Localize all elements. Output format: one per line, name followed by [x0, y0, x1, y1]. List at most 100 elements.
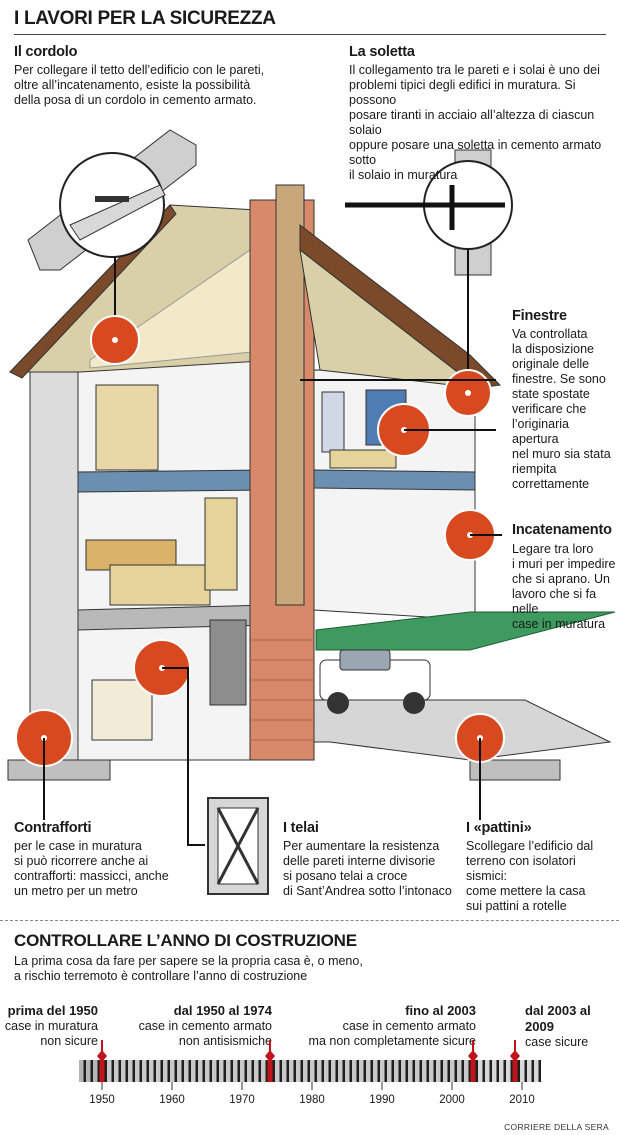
timeline-stripe [86, 1060, 91, 1082]
timeline-stripe [520, 1060, 525, 1082]
timeline-stripe [380, 1060, 385, 1082]
timeline-stripe [163, 1060, 168, 1082]
axis-label-1960: 1960 [159, 1094, 185, 1106]
timeline-stripe [303, 1060, 308, 1082]
timeline-stripe-dark [342, 1060, 345, 1082]
kitchen-island [109, 564, 211, 606]
era-2: dal 1950 al 1974 case in cemento armato … [138, 1003, 272, 1048]
timeline-stripe-dark [384, 1060, 387, 1082]
timeline-stripe-dark [328, 1060, 331, 1082]
era-1: prima del 1950 case in muratura non sicu… [4, 1003, 98, 1048]
telai-heading: I telai [283, 820, 319, 836]
car [319, 649, 431, 714]
axis-label-1980: 1980 [299, 1094, 325, 1106]
timeline-stripe [387, 1060, 392, 1082]
timeline-stripe [254, 1060, 259, 1082]
timeline-stripe [317, 1060, 322, 1082]
timeline-stripe-dark [104, 1060, 107, 1082]
telaio-icon [207, 797, 269, 895]
timeline-stripe [191, 1060, 196, 1082]
timeline-stripe-dark [370, 1060, 373, 1082]
pattini-text: Scollegare l’edificio dal terreno con is… [466, 839, 594, 913]
timeline-stripe [205, 1060, 210, 1082]
timeline-stripe-dark [447, 1060, 450, 1082]
kitchen-door [204, 497, 238, 591]
incatenamento-heading: Incatenamento [512, 522, 612, 538]
axis-label-2010: 2010 [509, 1094, 535, 1106]
timeline-stripe [366, 1060, 371, 1082]
page-title: I LAVORI PER LA SICUREZZA [14, 8, 276, 29]
title-rule [14, 34, 606, 35]
timeline-stripe-dark [139, 1060, 142, 1082]
timeline-stripe [296, 1060, 301, 1082]
timeline-stripe [408, 1060, 413, 1082]
soletta-text: Il collegamento tra le pareti e i solai … [349, 63, 602, 182]
timeline-stripe-dark [188, 1060, 191, 1082]
timeline-stripe-dark [258, 1060, 261, 1082]
timeline-stripe-dark [83, 1060, 86, 1082]
timeline-stripe-dark [440, 1060, 443, 1082]
contrafforti-text: per le case in muratura si può ricorrere… [14, 839, 169, 898]
timeline-stripe-dark [314, 1060, 317, 1082]
timeline-stripe [275, 1060, 280, 1082]
timeline-stripe [352, 1060, 357, 1082]
timeline-stripe-dark [538, 1060, 541, 1082]
timeline-stripe [261, 1060, 266, 1082]
timeline-stripe-dark [468, 1060, 471, 1082]
timeline-stripe-dark [265, 1060, 268, 1082]
timeline-stripe [443, 1060, 448, 1082]
roof-right [299, 248, 480, 389]
timeline-stripe-dark [517, 1060, 520, 1082]
timeline-stripe [401, 1060, 406, 1082]
timeline-stripe [373, 1060, 378, 1082]
timeline-stripe [177, 1060, 182, 1082]
timeline-stripe [345, 1060, 350, 1082]
timeline-stripe-dark [475, 1060, 478, 1082]
timeline-stripe-dark [454, 1060, 457, 1082]
timeline-stripe-dark [300, 1060, 303, 1082]
timeline-stripe [534, 1060, 539, 1082]
timeline-stripe [198, 1060, 203, 1082]
timeline-stripe-dark [160, 1060, 163, 1082]
timeline-stripe-dark [286, 1060, 289, 1082]
timeline-stripe [93, 1060, 98, 1082]
timeline-stripe-dark [307, 1060, 310, 1082]
timeline-stripe-dark [223, 1060, 226, 1082]
timeline-stripe [464, 1060, 469, 1082]
timeline-stripe [338, 1060, 343, 1082]
timeline-stripe [212, 1060, 217, 1082]
timeline-stripe [331, 1060, 336, 1082]
timeline-stripe-dark [174, 1060, 177, 1082]
floor-2-right [313, 469, 476, 491]
axis-label-2000: 2000 [439, 1094, 465, 1106]
timeline-stripe [121, 1060, 126, 1082]
timeline-stripe-dark [209, 1060, 212, 1082]
timeline-stripe [142, 1060, 147, 1082]
telai-text: Per aumentare la resistenza delle pareti… [283, 839, 452, 898]
bed [329, 449, 397, 469]
era-3: fino al 2003 case in cemento armato ma n… [308, 1003, 476, 1048]
timeline-stripe [219, 1060, 224, 1082]
timeline-stripe-dark [111, 1060, 114, 1082]
boiler [209, 619, 247, 706]
timeline-stripe-dark [349, 1060, 352, 1082]
timeline-stripe-dark [510, 1060, 513, 1082]
timeline-stripe [128, 1060, 133, 1082]
axis-label-1950: 1950 [89, 1094, 115, 1106]
timeline-stripe [422, 1060, 427, 1082]
timeline-stripe [289, 1060, 294, 1082]
timeline-stripe-dark [132, 1060, 135, 1082]
window-left-bedroom [321, 391, 345, 453]
finestre-heading: Finestre [512, 308, 567, 324]
cordolo-text: Per collegare il tetto dell’edificio con… [14, 63, 265, 107]
timeline-stripe [499, 1060, 504, 1082]
finestre-text: Va controllata la disposizione originale… [512, 327, 611, 491]
era-marker-bar [99, 1060, 105, 1082]
timeline-stripe-dark [531, 1060, 534, 1082]
timeline-stripe-dark [426, 1060, 429, 1082]
timeline-stripe-dark [167, 1060, 170, 1082]
timeline-stripe [114, 1060, 119, 1082]
era-marker-diamond [510, 1050, 520, 1062]
timeline-stripe-dark [125, 1060, 128, 1082]
timeline-stripe-dark [433, 1060, 436, 1082]
